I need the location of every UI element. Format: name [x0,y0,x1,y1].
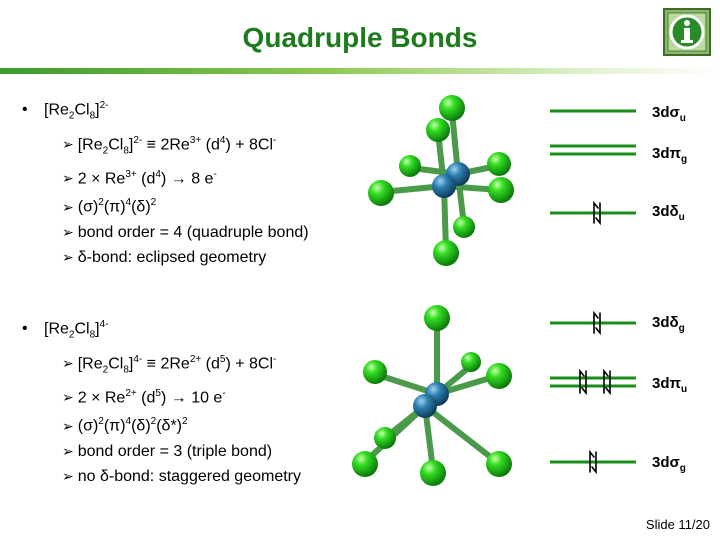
point-row: ➢2 × Re2+ (d5) → 10 e- [62,388,226,407]
point-row: ➢[Re2Cl8]4- ≡ 2Re2+ (d5) + 8Cl- [62,353,277,376]
bullet: • [22,320,28,338]
section-quadruple-text: •[Re2Cl8]2- ➢[Re2Cl8]2- ≡ 2Re3+ (d4) + 8… [22,94,309,270]
arrowhead-bullet-icon: ➢ [62,198,74,215]
arrowhead-bullet-icon: ➢ [62,170,74,187]
bullet: • [22,101,28,119]
point-row: ➢bond order = 3 (triple bond) [62,442,273,460]
arrowhead-bullet-icon: ➢ [62,135,74,152]
point-row: ➢no δ-bond: staggered geometry [62,467,301,485]
arrowhead-bullet-icon: ➢ [62,442,74,459]
formula-row: •[Re2Cl8]4- [22,319,109,341]
spin-up-icon [603,368,609,394]
label-3d-sigma-u: 3dσu [652,104,686,124]
slide-title: Quadruple Bonds [242,22,478,53]
spin-down-icon [591,451,597,475]
spin-up-icon [579,368,585,394]
point-row: ➢bond order = 4 (quadruple bond) [62,223,309,241]
molecule-staggered-image [352,305,512,486]
spin-down-icon [581,370,587,396]
point-row: ➢δ-bond: eclipsed geometry [62,248,267,266]
spin-up-icon [593,200,599,224]
point-row: ➢(σ)2(π)4(δ)2 [62,197,157,216]
spin-down-icon [595,202,601,226]
arrowhead-bullet-icon: ➢ [62,248,74,265]
molecule-eclipsed-image [368,95,514,266]
label-3d-pi-u: 3dπu [652,375,688,395]
spin-up-icon [593,310,599,334]
section-triple-text: •[Re2Cl8]4- ➢[Re2Cl8]4- ≡ 2Re2+ (d5) + 8… [22,313,301,489]
point-row: ➢(σ)2(π)4(δ)2(δ*)2 [62,416,188,435]
slide-number: Slide 11/20 [645,517,710,532]
label-3d-delta-g: 3dδg [652,314,685,334]
label-3d-pi-g: 3dπg [652,145,688,165]
formula-row: •[Re2Cl8]2- [22,100,109,122]
arrowhead-bullet-icon: ➢ [62,354,74,371]
arrowhead-bullet-icon: ➢ [62,223,74,240]
arrowhead-bullet-icon: ➢ [62,389,74,406]
point-row: ➢2 × Re3+ (d4) → 8 e- [62,169,217,188]
arrowhead-bullet-icon: ➢ [62,467,74,484]
spin-down-icon [595,312,601,336]
mo-diagram [550,109,636,475]
info-icon[interactable] [663,8,711,56]
title-divider [0,68,720,74]
spin-down-icon [605,370,611,396]
arrowhead-bullet-icon: ➢ [62,417,74,434]
point-row: ➢[Re2Cl8]2- ≡ 2Re3+ (d4) + 8Cl- [62,134,277,157]
label-3d-sigma-g: 3dσg [652,454,686,474]
spin-up-icon [589,449,595,473]
label-3d-delta-u: 3dδu [652,203,685,223]
